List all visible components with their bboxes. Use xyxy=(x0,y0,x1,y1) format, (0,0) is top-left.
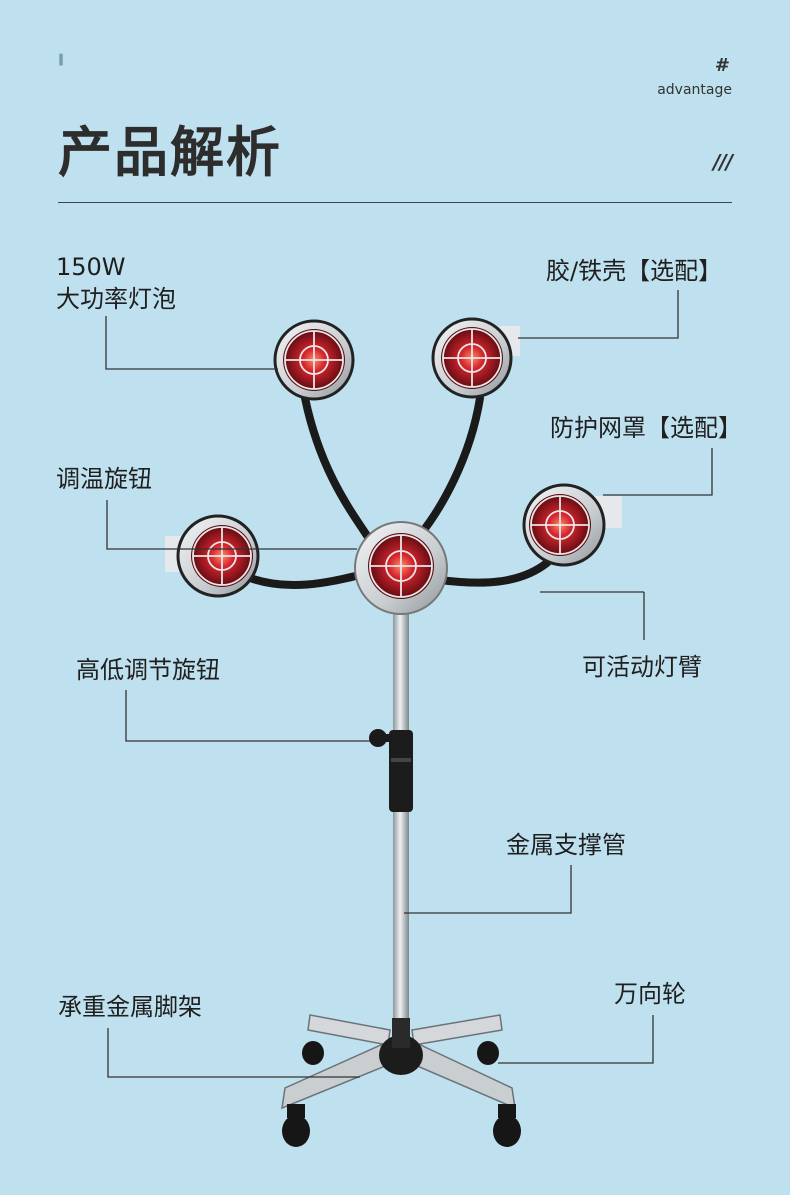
lamp-head-center xyxy=(354,521,448,615)
support-tube xyxy=(393,610,409,1020)
corner-mark: ∥ xyxy=(58,52,66,66)
lamp-head-right xyxy=(522,483,622,567)
lamp-head-left xyxy=(165,514,260,598)
leader-lines xyxy=(105,290,713,1078)
height-knob xyxy=(369,729,387,747)
bulb-power-label: 150W xyxy=(56,253,126,281)
subtitle: advantage xyxy=(657,82,732,98)
lamp-head-top-left xyxy=(273,319,355,401)
flexible-arms xyxy=(246,394,552,590)
caster-wheels xyxy=(282,1041,521,1147)
arm-label: 可活动灯臂 xyxy=(582,653,702,681)
bulb-label: 大功率灯泡 xyxy=(56,285,176,313)
divider xyxy=(58,202,732,203)
height-knob-label: 高低调节旋钮 xyxy=(76,656,220,684)
page-title: 产品解析 xyxy=(58,121,282,184)
height-clamp xyxy=(389,730,413,812)
slash-decoration: /// xyxy=(713,150,733,174)
mesh-label: 防护网罩【选配】 xyxy=(550,414,742,442)
shell-label: 胶/铁壳【选配】 xyxy=(546,257,723,285)
hash-mark: # xyxy=(714,55,730,76)
lamp-head-top-right xyxy=(431,317,520,399)
base-label: 承重金属脚架 xyxy=(58,993,202,1021)
wheel-label: 万向轮 xyxy=(614,980,686,1008)
tube-label: 金属支撑管 xyxy=(506,831,626,859)
temp-knob-label: 调温旋钮 xyxy=(56,465,152,493)
